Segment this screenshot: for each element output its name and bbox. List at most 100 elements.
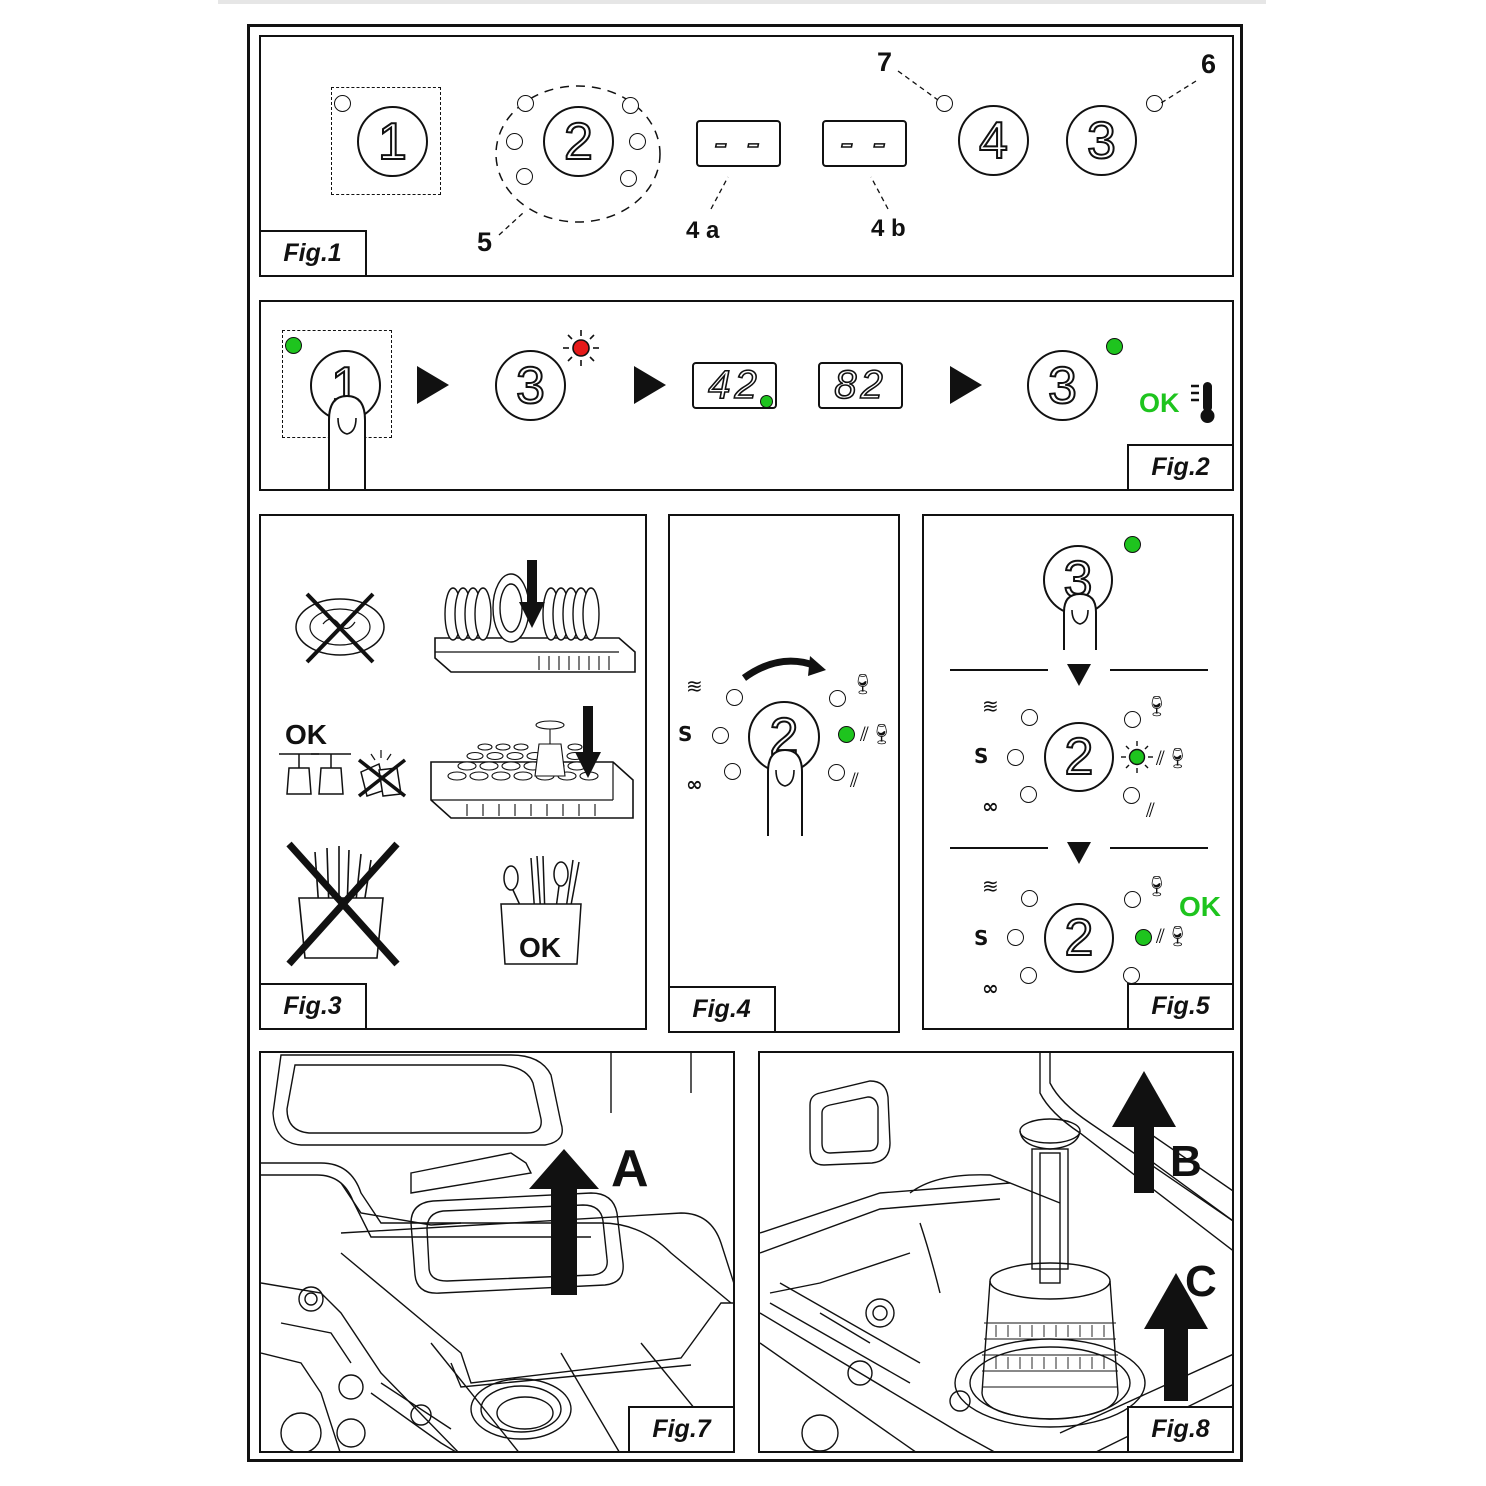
dashed-frame [331, 87, 441, 195]
led-indicator [334, 95, 351, 112]
glass-program-icon: 🍷︎ [850, 672, 876, 696]
fig4-label: Fig.4 [670, 985, 776, 1031]
arrow-label-b: B [1170, 1137, 1202, 1186]
ok-label: OK [1139, 388, 1180, 418]
knob-2: 2 [1044, 722, 1114, 792]
program-led [622, 97, 639, 114]
fig1-label: Fig.1 [261, 229, 367, 275]
thermometer-icon [1191, 382, 1215, 423]
fig2-panel: 1 3 42 82 3 OK Fig.2 [259, 300, 1234, 491]
program-led [829, 690, 846, 707]
dashed-selector-ring [495, 85, 661, 223]
program-led [726, 689, 743, 706]
temperature-display-rinse: 82 [818, 362, 903, 409]
program-led [1123, 967, 1140, 984]
program-led [1021, 890, 1038, 907]
fig8-panel: B C Fig.8 [758, 1051, 1234, 1453]
fig2-label: Fig.2 [1126, 443, 1232, 489]
fig5-panel: 3 2 ≋ S ∞ 🍷︎ ⫽🍷︎ ⫽ [922, 514, 1234, 1030]
continuous-cycle-icon: ∞ [686, 772, 703, 796]
program-led [1123, 787, 1140, 804]
blinking-red-led-icon [563, 330, 599, 366]
glass-cutlery-program-icon: ⫽🍷︎ [1156, 746, 1191, 770]
finger-icon [1063, 592, 1097, 650]
figure-frame [247, 24, 1243, 1462]
knob-3: 3 [1066, 105, 1137, 176]
finger-icon [328, 394, 366, 489]
fig4-panel: 2 ≋ S ∞ 🍷︎ ⫽🍷︎ ⫽ Fig.4 [668, 514, 900, 1033]
selected-program-green-led [838, 726, 855, 743]
overflow-pipe-removal-illustration [760, 1053, 1232, 1451]
filter-removal-illustration [261, 1053, 733, 1451]
finger-icon [767, 748, 803, 836]
next-arrow-icon [634, 366, 666, 404]
glass-program-icon: 🍷︎ [1144, 874, 1170, 898]
fig3-label: Fig.3 [261, 982, 367, 1028]
program-led [516, 168, 533, 185]
plate-with-leftovers-not-allowed-icon [295, 592, 385, 664]
display-4b: - - [822, 120, 907, 167]
callout-4b: 4 b [871, 215, 906, 242]
continuous-cycle-icon: ∞ [982, 794, 999, 818]
fill-tank-icon: ≋ [982, 694, 999, 718]
glass-cutlery-program-icon: ⫽🍷︎ [860, 722, 895, 746]
blinking-green-led-icon [1121, 741, 1153, 773]
fig1-panel: 1 2 - - - - 4 3 7 6 5 4 [259, 35, 1234, 277]
green-led [1124, 536, 1141, 553]
plate-rack-loading-icon [434, 560, 636, 673]
program-led [517, 95, 534, 112]
cutlery-ok-label: OK [519, 932, 561, 963]
temperature-display-wash: 42 [692, 362, 777, 409]
callout-5: 5 [477, 227, 493, 257]
step-divider [950, 842, 1208, 864]
knob-1: 1 [357, 106, 428, 177]
program-led [724, 763, 741, 780]
green-led [1106, 338, 1123, 355]
knob-2: 2 [543, 106, 614, 177]
fill-tank-icon: ≋ [982, 874, 999, 898]
program-led [828, 764, 845, 781]
fig7-label: Fig.7 [627, 1405, 733, 1451]
glass-rack-loading-icon [430, 706, 634, 819]
program-led [1124, 891, 1141, 908]
glasses-ok-label: OK [285, 719, 327, 750]
arrow-label-a: A [611, 1140, 649, 1198]
cutlery-program-icon: ⫽ [1146, 798, 1155, 822]
led-indicator [1146, 95, 1163, 112]
led-indicator [936, 95, 953, 112]
program-led [1021, 709, 1038, 726]
leader-lines [498, 70, 1197, 236]
fill-tank-icon: ≋ [686, 674, 703, 698]
program-led [1124, 711, 1141, 728]
program-led [506, 133, 523, 150]
program-led [1007, 929, 1024, 946]
callout-4a: 4 a [686, 217, 720, 244]
cutlery-program-icon: ⫽ [850, 768, 859, 792]
callout-6: 6 [1201, 49, 1217, 79]
program-led [1020, 786, 1037, 803]
arrow-label-c: C [1185, 1257, 1217, 1306]
drain-cycle-icon: S [678, 722, 693, 746]
drain-cycle-icon: S [974, 744, 989, 768]
cutlery-basket-ok-icon [500, 855, 582, 965]
program-led [712, 727, 729, 744]
green-led [760, 395, 773, 408]
drain-cycle-icon: S [974, 926, 989, 950]
cutlery-upside-down-not-allowed-icon [286, 841, 400, 967]
glass-cutlery-program-icon: ⫽🍷︎ [1156, 924, 1191, 948]
next-arrow-icon [417, 366, 449, 404]
knob-3: 3 [495, 350, 566, 421]
knob-3: 3 [1027, 350, 1098, 421]
glass-program-icon: 🍷︎ [1144, 694, 1170, 718]
knob-4: 4 [958, 105, 1029, 176]
program-led [1020, 967, 1037, 984]
ok-label: OK [1179, 891, 1221, 922]
display-4a: - - [696, 120, 781, 167]
knob-2: 2 [1044, 903, 1114, 973]
fig3-panel: OK [259, 514, 647, 1030]
selected-program-green-led [1135, 929, 1152, 946]
green-led [285, 337, 302, 354]
fig7-panel: A Fig.7 [259, 1051, 735, 1453]
fig5-label: Fig.5 [1126, 982, 1232, 1028]
